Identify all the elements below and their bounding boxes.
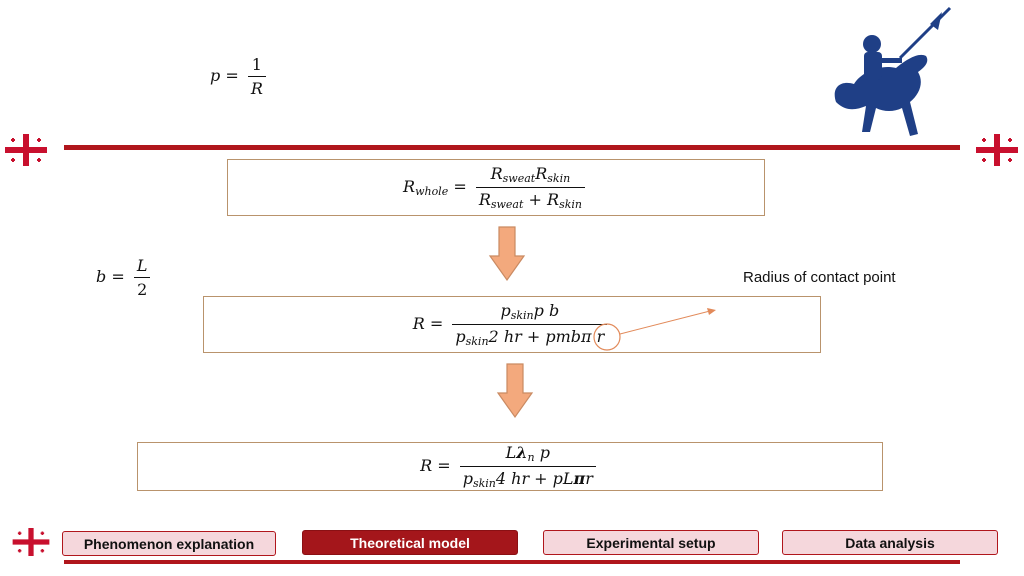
header-divider (64, 145, 960, 150)
georgian-cross-icon (12, 528, 50, 556)
annotation-label: Radius of contact point (743, 269, 896, 286)
formula-r-whole: Rwhole = RsweatRskin Rsweat + Rskin (403, 164, 589, 211)
formula-box-r-whole: Rwhole = RsweatRskin Rsweat + Rskin (227, 159, 765, 216)
nav-data-analysis[interactable]: Data analysis (782, 530, 998, 555)
formula-r-final: R = Lλn p pskin4 hr + pLπr (420, 443, 600, 490)
georgian-cross-icon (976, 134, 1018, 166)
formula-r-contact: R = pskinp b pskin2 hr + pmbπ r (413, 301, 612, 348)
down-arrow-icon (488, 226, 526, 282)
nav-phenomenon-explanation[interactable]: Phenomenon explanation (62, 531, 276, 556)
down-arrow-icon (496, 363, 534, 419)
nav-experimental-setup[interactable]: Experimental setup (543, 530, 759, 555)
formula-box-r-final: R = Lλn p pskin4 hr + pLπr (137, 442, 883, 491)
formula-box-r-contact: R = pskinp b pskin2 hr + pmbπ r (203, 296, 821, 353)
annotation-pointer (593, 308, 716, 351)
footer-divider (64, 560, 960, 564)
knight-logo (834, 6, 952, 137)
highlighted-r: r (596, 327, 605, 346)
georgian-cross-icon (5, 134, 47, 166)
nav-theoretical-model[interactable]: Theoretical model (302, 530, 518, 555)
